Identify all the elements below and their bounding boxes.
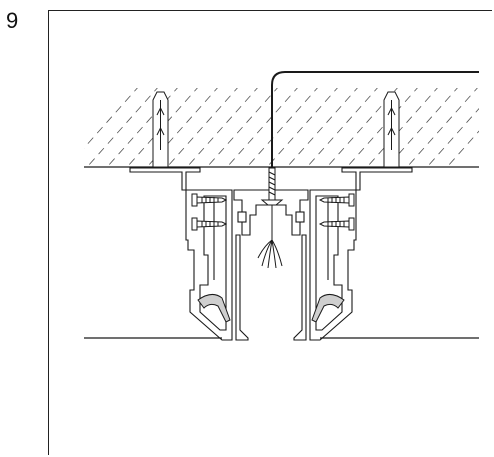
screw-right-lower [318,217,355,231]
power-cable [271,71,479,170]
center-screw [260,167,284,206]
seal-right [311,294,345,323]
screw-right-upper [318,193,355,207]
screw-left-upper [191,193,228,207]
wall-anchor-left [152,91,169,168]
wall-anchor-right [383,91,400,168]
wire-strands [257,205,283,269]
illustration-frame [48,10,492,455]
step-number: 9 [6,8,19,33]
screw-left-lower [191,217,228,231]
ceiling-slab [84,88,479,167]
seal-left [197,294,231,323]
mounting-flange-right [341,167,413,191]
central-rail [233,189,309,341]
mounting-flange-left [129,167,201,191]
